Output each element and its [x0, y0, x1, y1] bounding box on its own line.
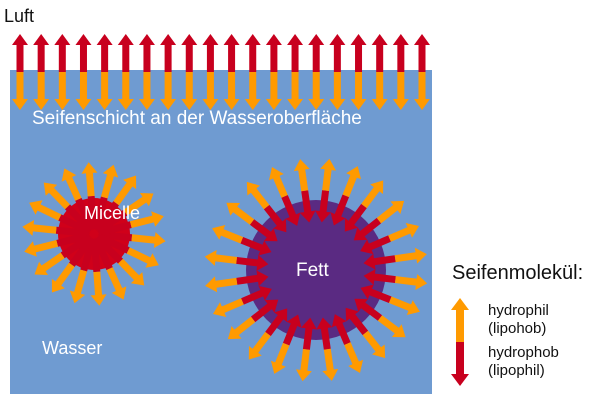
- micelle-label: Micelle: [84, 203, 141, 223]
- soap-molecule: [96, 34, 113, 110]
- legend-soap-molecule-icon: [451, 298, 469, 386]
- soap-molecule: [287, 34, 304, 110]
- soap-molecule: [345, 307, 386, 359]
- soap-molecule: [451, 298, 469, 386]
- soap-molecule: [268, 166, 301, 226]
- soap-molecule: [212, 285, 272, 318]
- soap-molecule: [353, 200, 405, 241]
- legend-hydrophobic-text: hydrophob (lipophil): [488, 344, 559, 380]
- soap-molecule: [12, 34, 28, 110]
- soap-molecule: [33, 34, 50, 110]
- soap-layer-label: Seifenschicht an der Wasseroberfläche: [32, 108, 362, 129]
- legend-hydrophilic-text: hydrophil (lipohob): [488, 302, 549, 338]
- soap-molecule: [270, 314, 302, 374]
- soap-molecule: [392, 34, 409, 110]
- micelle-molecules: [22, 162, 166, 306]
- fat-droplet: [246, 200, 386, 340]
- soap-molecule: [371, 34, 388, 110]
- soap-molecule: [248, 308, 288, 360]
- soap-molecule: [315, 158, 337, 223]
- soap-molecule: [331, 314, 364, 374]
- soap-molecule: [54, 34, 71, 110]
- soap-molecule: [316, 317, 339, 381]
- soap-molecule: [212, 224, 272, 256]
- legend-hydrophilic-line1: hydrophil: [488, 302, 549, 319]
- soap-molecule: [344, 180, 384, 232]
- soap-molecule: [414, 34, 430, 110]
- soap-molecule: [204, 249, 269, 271]
- soap-molecule: [350, 34, 367, 110]
- legend-title: Seifenmolekül:: [452, 262, 584, 284]
- soap-molecule: [244, 34, 261, 110]
- soap-molecule: [360, 222, 420, 255]
- soap-molecule: [246, 181, 287, 233]
- soap-molecule: [223, 34, 240, 110]
- soap-molecule: [293, 159, 316, 223]
- soap-molecule: [330, 166, 362, 226]
- soap-molecule: [363, 247, 427, 270]
- soap-molecule: [202, 34, 219, 110]
- water-label: Wasser: [42, 338, 103, 358]
- legend-hydrophobic-line1: hydrophob: [488, 344, 559, 361]
- soap-molecule: [265, 34, 282, 110]
- soap-molecule: [181, 34, 198, 110]
- soap-molecule: [363, 269, 428, 291]
- soap-molecule: [205, 270, 269, 293]
- soap-molecule: [117, 34, 134, 110]
- soap-molecule: [308, 34, 325, 110]
- soap-molecule: [227, 299, 279, 340]
- soap-molecule: [354, 298, 406, 338]
- air-label: Luft: [4, 6, 35, 26]
- soap-molecule: [138, 34, 155, 110]
- legend-hydrophilic-line2: (lipohob): [488, 320, 547, 337]
- soap-molecule: [360, 284, 420, 316]
- soap-molecule: [97, 211, 164, 239]
- soap-molecule: [226, 202, 278, 242]
- soap-molecule: [160, 34, 177, 110]
- soap-molecule: [329, 34, 346, 110]
- soap-molecule: [75, 34, 92, 110]
- fat-label: Fett: [296, 260, 329, 281]
- surface-molecule-layer: [12, 34, 430, 110]
- legend-hydrophobic-line2: (lipophil): [488, 362, 545, 379]
- fat-droplet-molecules: [204, 158, 428, 382]
- soap-molecule: [295, 317, 317, 382]
